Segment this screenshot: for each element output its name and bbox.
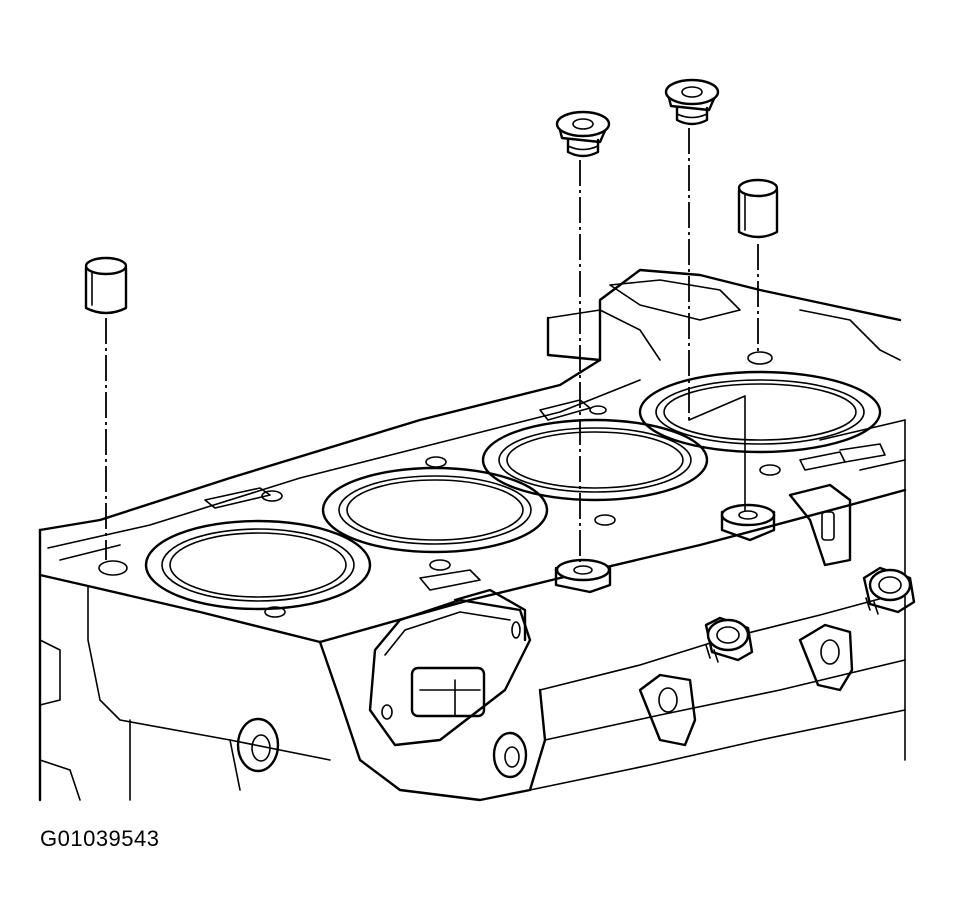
bore-2 — [321, 466, 549, 554]
bore-3 — [481, 418, 709, 502]
screw-plug-center — [555, 110, 611, 158]
dowel-pin-left — [84, 256, 128, 315]
screw-plug-rear — [664, 78, 720, 126]
bolt-bosses — [554, 483, 852, 594]
cylinder-block-deck — [38, 268, 907, 802]
lower-bosses — [236, 623, 854, 779]
side-plug-2 — [862, 566, 916, 615]
front-flange — [368, 588, 532, 747]
bore-4 — [638, 370, 882, 454]
dowel-pin-right — [737, 178, 779, 239]
bore-1 — [144, 519, 372, 611]
figure-reference-code: G01039543 — [40, 826, 160, 851]
cylinder-bores — [98, 351, 886, 618]
screw-plug-rear-leader — [688, 395, 746, 511]
side-plug-1 — [704, 616, 754, 663]
